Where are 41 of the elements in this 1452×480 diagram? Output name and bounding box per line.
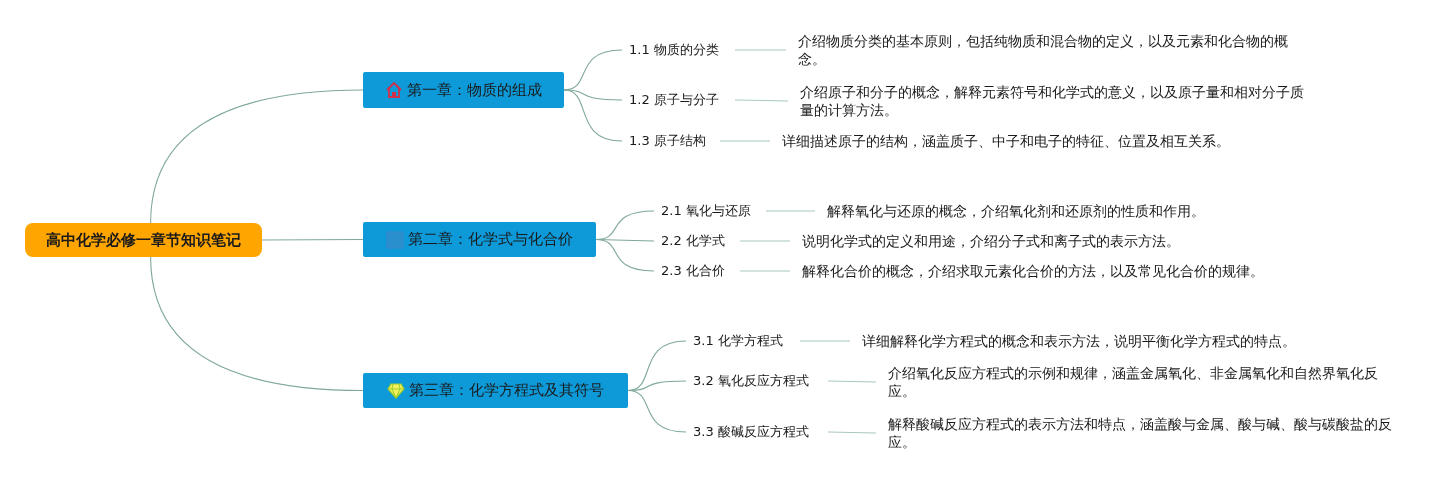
connector-line: [627, 389, 687, 433]
section-label: 2.1 氧化与还原: [654, 199, 766, 223]
chapter-title: 第三章：化学方程式及其符号: [409, 381, 604, 400]
connector-line: [827, 431, 877, 434]
section-label: 2.2 化学式: [654, 229, 740, 253]
section-label: 2.3 化合价: [654, 259, 740, 283]
description-text: 解释酸碱反应方程式的表示方法和特点，涵盖酸与金属、酸与碱、酸与碳酸盐的反应。: [876, 413, 1396, 453]
connector-line: [719, 140, 771, 142]
description-text: 介绍原子和分子的概念，解释元素符号和化学式的意义，以及原子量和相对分子质量的计算方法。: [788, 81, 1308, 121]
section-label: 3.1 化学方程式: [686, 329, 800, 353]
chapter-title: 第一章：物质的组成: [407, 80, 542, 100]
connector-line: [739, 270, 791, 272]
description-text: 详细解释化学方程式的概念和表示方法，说明平衡化学方程式的特点。: [850, 329, 1330, 353]
chapter-title: 第二章：化学式与化合价: [408, 230, 573, 249]
description-text: 说明化学式的定义和用途，介绍分子式和离子式的表示方法。: [790, 229, 1210, 253]
description-text: 详细描述原子的结构，涵盖质子、中子和电子的特征、位置及相互关系。: [770, 129, 1250, 153]
connector-line: [739, 240, 791, 242]
connector-line: [150, 89, 364, 224]
root-box: 高中化学必修一章节知识笔记: [25, 223, 262, 257]
section-label: 1.1 物质的分类: [622, 38, 735, 62]
section-label: 3.3 酸碱反应方程式: [686, 420, 828, 444]
chapter-box: [363, 72, 564, 108]
connector-line: [827, 380, 877, 383]
chapter-box: [363, 373, 628, 408]
chapter-box: [363, 222, 596, 257]
connector-line: [799, 340, 851, 342]
section-label: 3.2 氧化反应方程式: [686, 369, 828, 393]
connector-line: [765, 210, 816, 212]
description-text: 解释化合价的概念，介绍求取元素化合价的方法，以及常见化合价的规律。: [790, 259, 1270, 283]
description-text: 介绍氧化反应方程式的示例和规律，涵盖金属氧化、非金属氧化和自然界氧化反应。: [876, 362, 1396, 402]
description-text: 介绍物质分类的基本原则，包括纯物质和混合物的定义，以及元素和化合物的概念。: [786, 30, 1306, 70]
connector-line: [595, 238, 655, 272]
connector-line: [563, 89, 623, 101]
connector-line: [563, 89, 623, 142]
description-text: 解释氧化与还原的概念，介绍氧化剂和还原剂的性质和作用。: [815, 199, 1235, 223]
connector-line: [734, 99, 789, 102]
section-label: 1.2 原子与分子: [622, 88, 735, 112]
section-label: 1.3 原子结构: [622, 129, 720, 153]
connector-line: [261, 238, 364, 241]
connector-line: [734, 49, 787, 51]
connector-line: [150, 256, 364, 392]
